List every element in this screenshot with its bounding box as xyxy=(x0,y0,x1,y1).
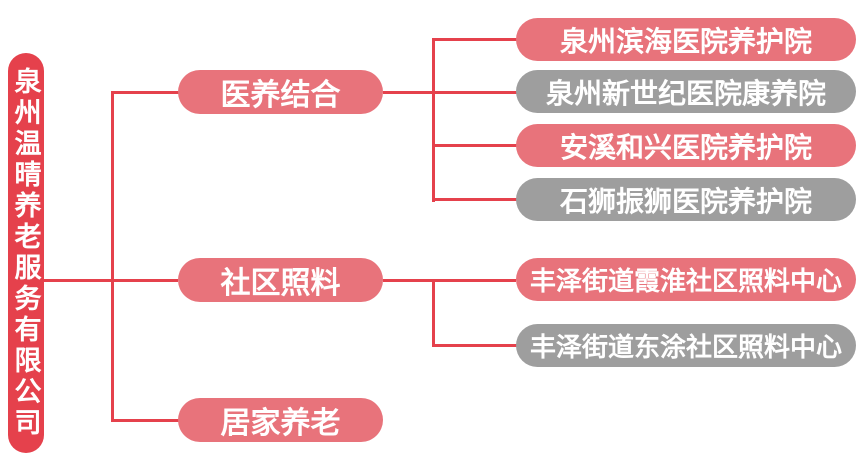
connector-spine xyxy=(110,90,114,422)
connector-leaf1-h xyxy=(431,37,517,41)
leaf-node: 丰泽街道东涂社区照料中心 xyxy=(516,324,856,367)
leaf-label: 丰泽街道东涂社区照料中心 xyxy=(529,332,842,362)
connector-leaf4-h xyxy=(431,198,517,201)
root-node: 泉州温晴养老服务有限公司 xyxy=(8,53,44,453)
connector-leaf3-h xyxy=(431,144,517,147)
connector-b2-out xyxy=(383,278,516,282)
leaf-label: 泉州滨海医院养护院 xyxy=(559,25,812,57)
connector-leaf6-h xyxy=(431,344,517,347)
leaf-node: 泉州滨海医院养护院 xyxy=(516,18,856,61)
connector-subspine2 xyxy=(431,278,435,347)
connector-branch1-h xyxy=(110,90,180,94)
connector-b1-out xyxy=(383,90,433,94)
connector-subspine1 xyxy=(431,37,435,202)
branch-label: 居家养老 xyxy=(220,407,341,440)
leaf-node: 安溪和兴医院养护院 xyxy=(516,124,856,167)
connector-leaf2-h xyxy=(431,90,517,94)
leaf-label: 石狮振狮医院养护院 xyxy=(559,185,812,217)
branch-label: 医养结合 xyxy=(220,79,341,112)
branch-node-home-care: 居家养老 xyxy=(178,398,383,442)
leaf-node: 丰泽街道霞淮社区照料中心 xyxy=(516,258,856,301)
leaf-node: 石狮振狮医院养护院 xyxy=(516,178,856,221)
branch-node-medical-care: 医养结合 xyxy=(178,70,383,114)
branch-label: 社区照料 xyxy=(220,267,341,300)
leaf-label: 安溪和兴医院养护院 xyxy=(559,131,812,163)
leaf-label: 泉州新世纪医院康养院 xyxy=(545,77,826,109)
leaf-node: 泉州新世纪医院康养院 xyxy=(516,70,856,113)
leaf-label: 丰泽街道霞淮社区照料中心 xyxy=(529,266,842,296)
root-node-label: 泉州温晴养老服务有限公司 xyxy=(10,67,41,439)
connector-branch3-h xyxy=(110,418,180,422)
branch-node-community-care: 社区照料 xyxy=(178,258,383,302)
